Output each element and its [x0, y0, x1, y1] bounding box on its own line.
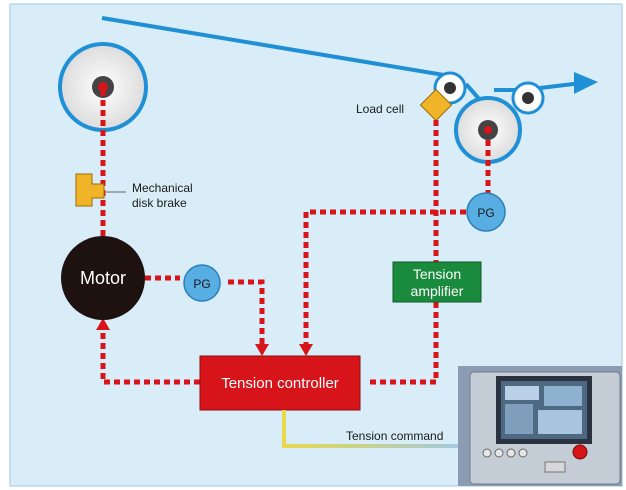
pg-motor-label: PG — [193, 277, 210, 291]
touch-panel-terminal-icon — [458, 366, 622, 486]
brake-label-line1: Mechanical — [132, 181, 193, 195]
load-cell-label: Load cell — [356, 102, 404, 116]
amplifier-label-line2: amplifier — [411, 283, 464, 299]
command-label: Tension command — [346, 429, 443, 443]
pg-roller-label: PG — [477, 206, 494, 220]
tension-amplifier-box — [392, 261, 482, 303]
disk-brake-icon — [75, 173, 105, 207]
tension-controller-box — [199, 355, 361, 411]
arrow-head-motor — [96, 318, 110, 330]
pinch-roller — [511, 81, 545, 115]
brake-label-line2: disk brake — [132, 196, 187, 210]
arrow-head-controller-motor-pg — [255, 344, 269, 356]
unwind-roll — [58, 42, 148, 132]
pg-roller-encoder — [466, 192, 506, 232]
arrow-head-controller-pg-line — [299, 344, 313, 356]
motor-symbol — [61, 236, 145, 320]
tension-command-line — [282, 410, 470, 448]
web-direction-arrow-icon — [574, 72, 598, 94]
amplifier-label-line1: Tension — [413, 266, 461, 282]
load-cell-icon — [419, 88, 453, 122]
pg-motor-encoder — [183, 264, 221, 302]
motor-label: Motor — [80, 268, 126, 288]
signal-lines — [100, 90, 491, 385]
controller-label: Tension controller — [221, 375, 339, 392]
